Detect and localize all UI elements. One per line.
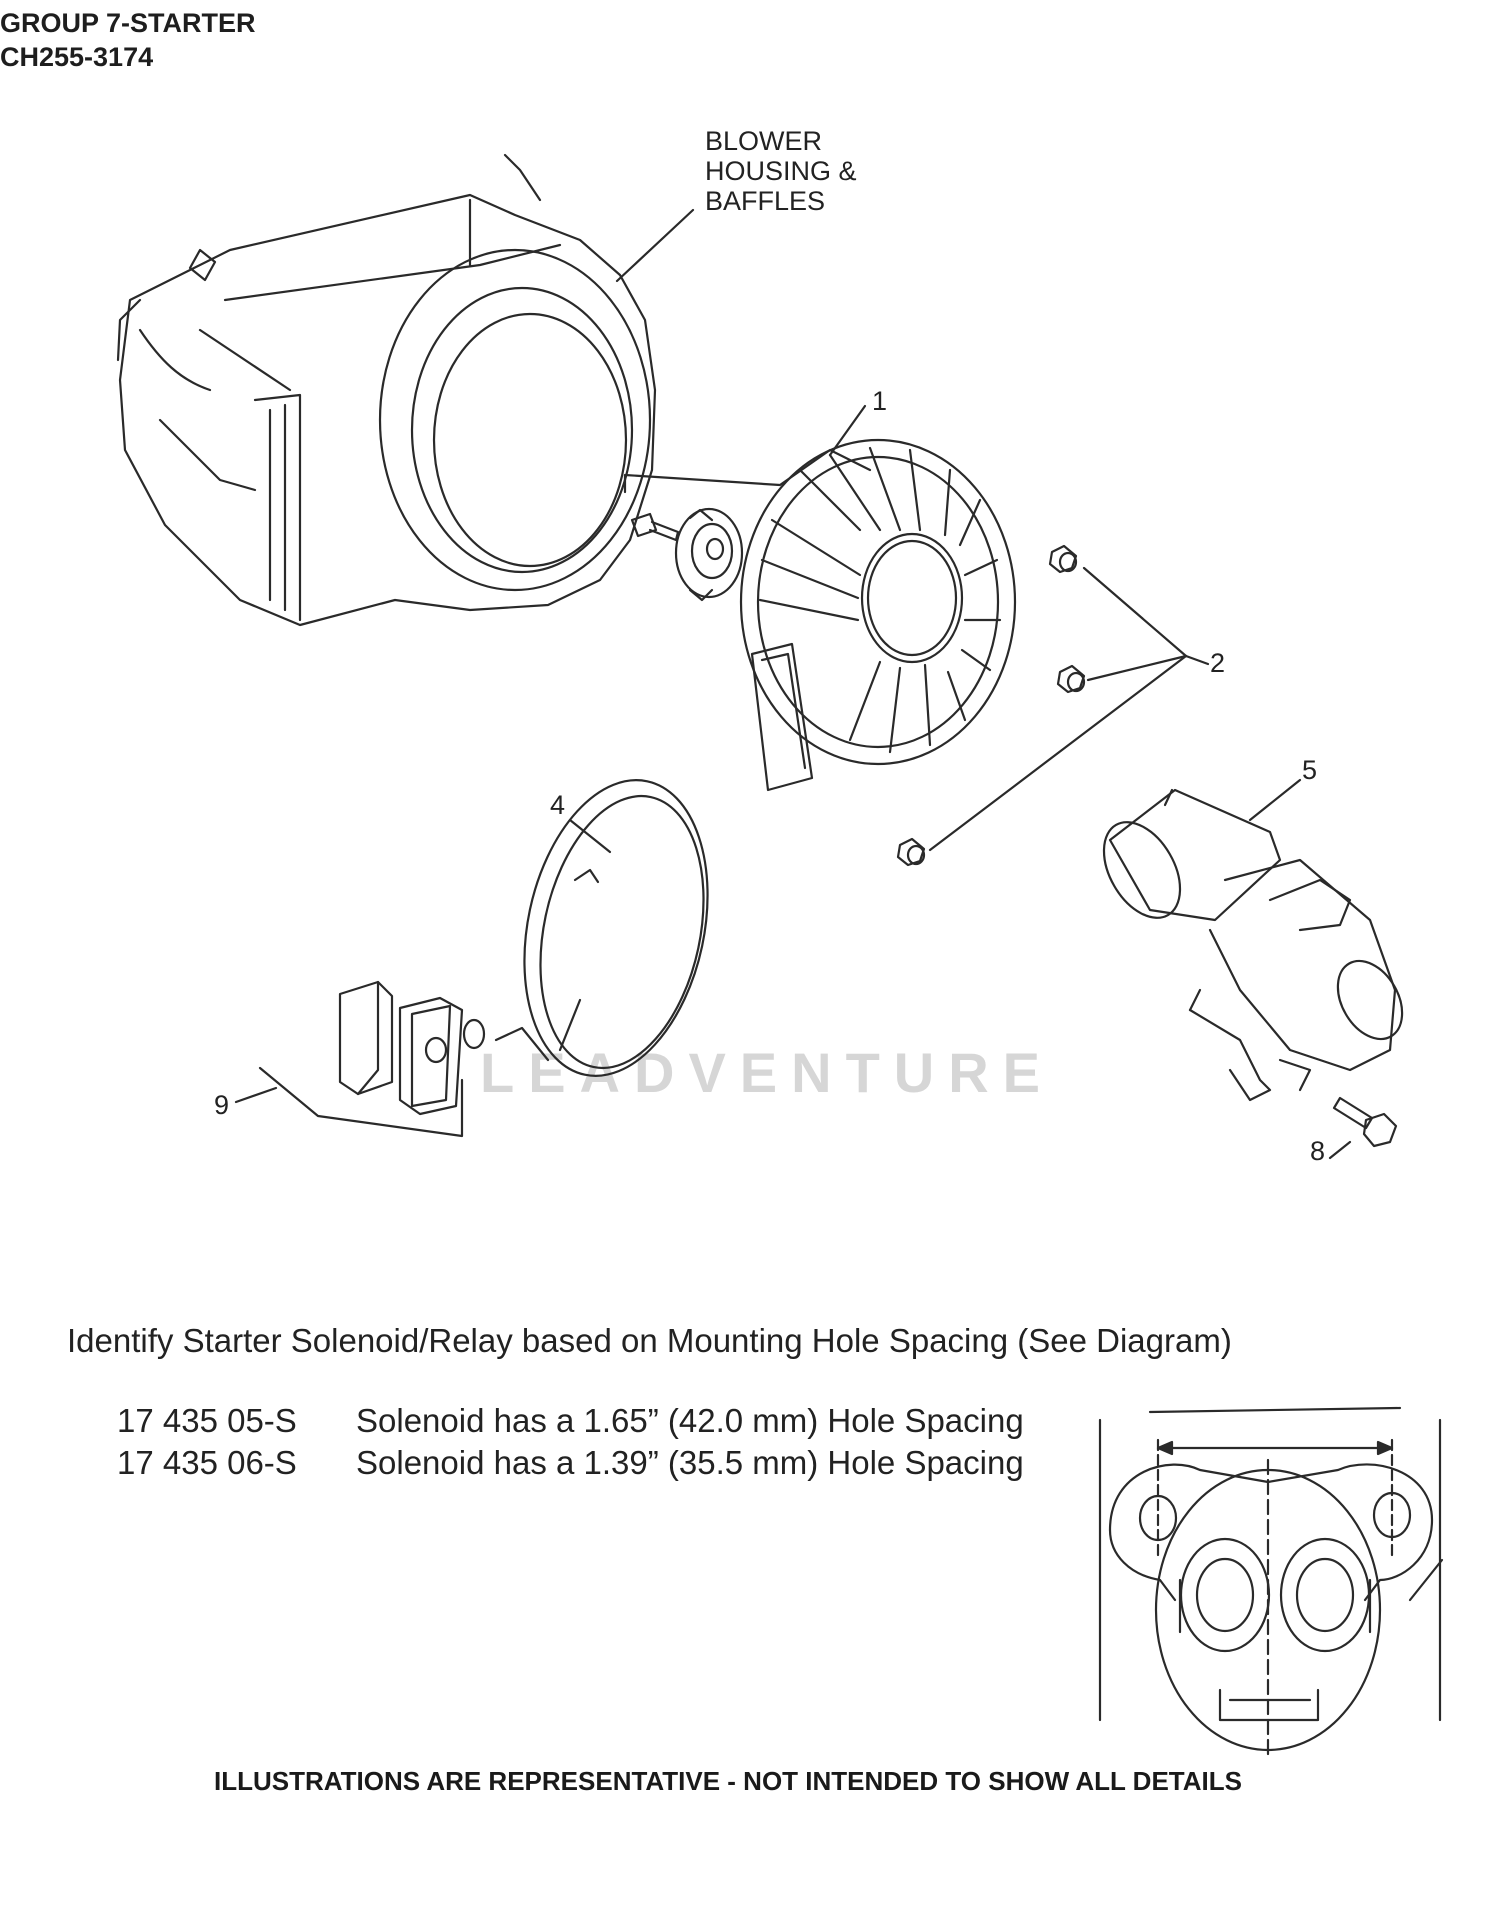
callout-9: 9: [214, 1090, 230, 1120]
item9-leader-line: [234, 1086, 278, 1104]
rewind-starter-drawing: [739, 438, 1017, 792]
handle-kit-drawing: [338, 980, 486, 1116]
center-bolt-drawing: [630, 512, 680, 542]
illustration-disclaimer: ILLUSTRATIONS ARE REPRESENTATIVE - NOT I…: [214, 1766, 1242, 1796]
starter-bolt-drawing: [1332, 1096, 1398, 1148]
part-number: 17 435 06-S: [117, 1444, 297, 1481]
starter-pulley-drawing: [674, 507, 744, 602]
blower-housing-label-line: BLOWER: [705, 126, 823, 156]
blower-housing-label-line: HOUSING &: [705, 156, 857, 186]
item2-leader-line-c: [928, 654, 1188, 852]
watermark: LEADVENTURE: [480, 1041, 1055, 1104]
engine-model-number: CH255-3174: [0, 42, 154, 72]
solenoid-hole-spacing-drawing: [1098, 1406, 1444, 1762]
item4-leader-line: [568, 818, 612, 854]
item5-leader-line: [1248, 778, 1302, 822]
part-description: Solenoid has a 1.39” (35.5 mm) Hole Spac…: [356, 1444, 1024, 1481]
callout-4: 4: [550, 790, 566, 820]
screw-2-drawing: [1056, 664, 1086, 694]
item1-leader-line: [828, 404, 867, 457]
item2-leader-line-b: [1086, 654, 1188, 682]
diagram-group-title: GROUP 7-STARTER: [0, 8, 256, 38]
solenoid-identification-note: Identify Starter Solenoid/Relay based on…: [67, 1322, 1232, 1359]
callout-8: 8: [1310, 1136, 1326, 1166]
screw-1-drawing: [1048, 544, 1078, 574]
item2-leader-line-d: [1184, 654, 1210, 666]
solenoid-part-row: 17 435 06-S Solenoid has a 1.39” (35.5 m…: [0, 1444, 1100, 1484]
item1-group-bracket: [623, 448, 872, 494]
part-number: 17 435 05-S: [117, 1402, 297, 1439]
housing-leader-line: [615, 208, 695, 283]
blower-housing-label: BLOWER HOUSING & BAFFLES: [705, 126, 857, 216]
part-description: Solenoid has a 1.65” (42.0 mm) Hole Spac…: [356, 1402, 1024, 1439]
blower-housing-label-line: BAFFLES: [705, 186, 826, 216]
callout-5: 5: [1302, 755, 1318, 785]
callout-2: 2: [1210, 648, 1226, 678]
callout-1: 1: [872, 386, 888, 416]
screw-3-drawing: [896, 837, 926, 867]
starter-rope-drawing: [494, 779, 709, 1077]
electric-starter-drawing: [1102, 788, 1404, 1102]
solenoid-part-row: 17 435 05-S Solenoid has a 1.65” (42.0 m…: [0, 1402, 1100, 1442]
item8-leader-line: [1328, 1140, 1352, 1160]
item9-group-bracket: [258, 1066, 464, 1138]
item2-leader-line-a: [1082, 566, 1188, 658]
blower-housing-drawing: [116, 153, 657, 627]
